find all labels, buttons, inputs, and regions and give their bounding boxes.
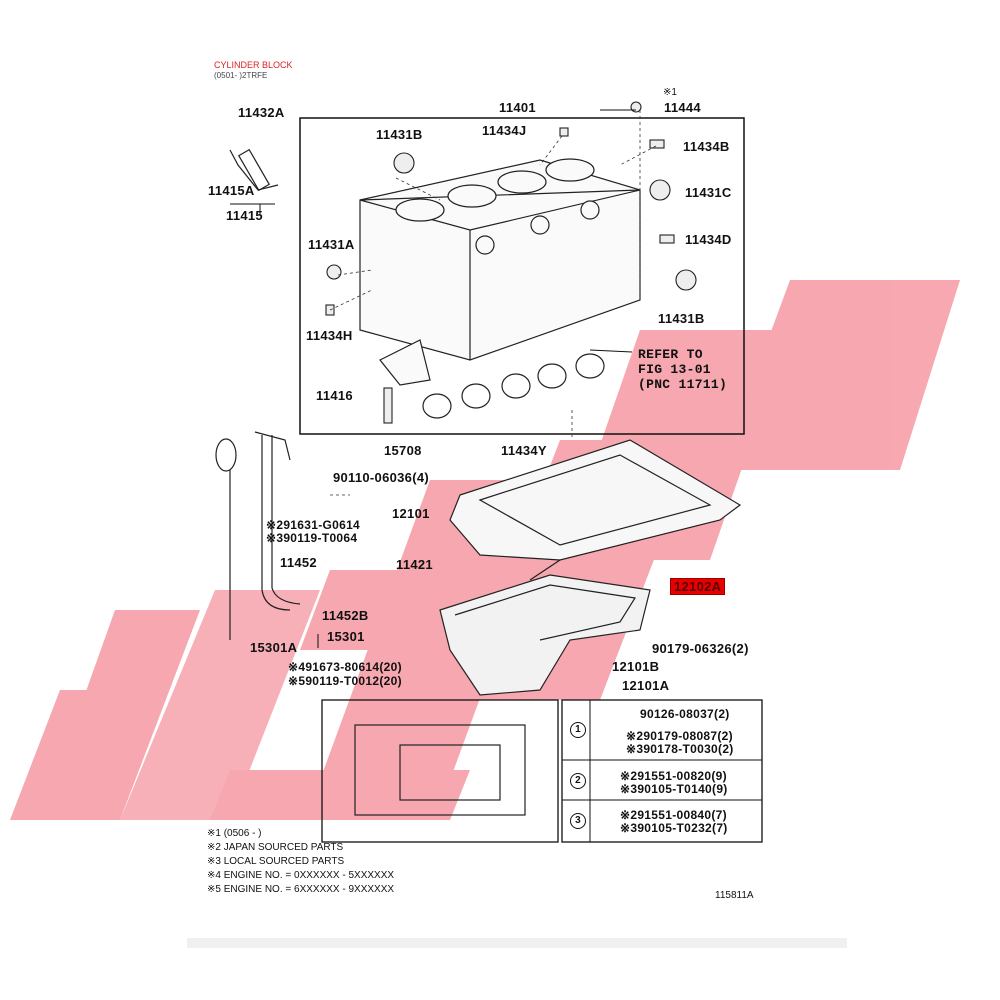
legend-row2-line1: ※291551-00820(9) (620, 769, 727, 783)
bottom-scroll-bar (187, 938, 847, 948)
label-15301a: 15301A (250, 640, 298, 655)
label-12101a: 12101A (622, 678, 670, 693)
dipstick-drawing (215, 148, 301, 640)
label-11431b-right: 11431B (658, 311, 705, 326)
label-91631: ※291631-G0614 (266, 518, 361, 532)
legend-row3-line1: ※291551-00840(7) (620, 808, 727, 822)
label-12101: 12101 (392, 506, 430, 521)
label-note1: ※1 (663, 87, 677, 98)
label-11431c: 11431C (685, 185, 732, 200)
legend-row3-line2: ※390105-T0232(7) (620, 821, 728, 835)
label-11434y: 11434Y (501, 443, 547, 458)
legend-num-3: 3 (570, 813, 586, 829)
label-11452b: 11452B (322, 608, 369, 623)
label-11431a: 11431A (308, 237, 355, 252)
label-11434d: 11434D (685, 232, 732, 247)
watermark-logo (10, 280, 960, 820)
footnote-5: ※5 ENGINE NO. = 6XXXXXX - 9XXXXXX (207, 884, 395, 895)
figure-id: 115811A (715, 890, 754, 901)
label-12102a-highlight: 12102A (670, 578, 726, 595)
label-90119-12: ※590119-T0012(20) (288, 674, 402, 688)
label-refer-2: FIG 13-01 (638, 362, 711, 377)
bearing-shells (422, 353, 605, 419)
label-11415a: 11415A (208, 183, 255, 198)
label-11452: 11452 (280, 555, 317, 570)
label-11421: 11421 (396, 557, 433, 572)
label-11431b-top: 11431B (376, 127, 423, 142)
label-refer-3: (PNC 11711) (638, 377, 728, 392)
label-91673: ※491673-80614(20) (288, 660, 402, 674)
footnote-2: ※2 JAPAN SOURCED PARTS (207, 842, 344, 853)
label-12101b: 12101B (612, 659, 660, 674)
legend-row1-line1: 90126-08037(2) (640, 707, 730, 721)
label-11401: 11401 (499, 100, 536, 115)
upper-oil-pan-drawing (449, 439, 742, 581)
label-11434h: 11434H (306, 328, 353, 343)
footnote-3: ※3 LOCAL SOURCED PARTS (207, 856, 345, 867)
legend-num-2: 2 (570, 773, 586, 789)
footnote-4: ※4 ENGINE NO. = 0XXXXXX - 5XXXXXX (207, 870, 395, 881)
label-11432a: 11432A (238, 105, 285, 120)
legend-row1b-line1: ※290179-08087(2) (626, 729, 733, 743)
lower-oil-pan-drawing (439, 574, 651, 696)
legend-row1b-line2: ※390178-T0030(2) (626, 742, 734, 756)
footnote-1: ※1 (0506 - ) (207, 828, 262, 839)
label-11434b: 11434B (683, 139, 730, 154)
legend-pan-frame (321, 699, 559, 843)
label-11434j: 11434J (482, 123, 527, 138)
diagram-title: CYLINDER BLOCK (214, 60, 293, 70)
legend-num-1: 1 (570, 722, 586, 738)
label-refer-1: REFER TO (638, 347, 703, 362)
label-11415: 11415 (226, 208, 263, 223)
diagram-subtitle: (0501- )2TRFE (214, 71, 268, 80)
label-90119-64: ※390119-T0064 (266, 531, 358, 545)
label-15708: 15708 (384, 443, 422, 458)
label-15301: 15301 (327, 629, 365, 644)
legend-table-frame (561, 699, 763, 843)
cylinder-block-drawing (359, 158, 641, 386)
legend-row2-line2: ※390105-T0140(9) (620, 782, 728, 796)
label-90110: 90110-06036(4) (333, 470, 429, 485)
label-11444: 11444 (664, 100, 701, 115)
block-frame (299, 117, 745, 435)
label-90179-06326: 90179-06326(2) (652, 641, 749, 656)
label-11416: 11416 (316, 388, 353, 403)
